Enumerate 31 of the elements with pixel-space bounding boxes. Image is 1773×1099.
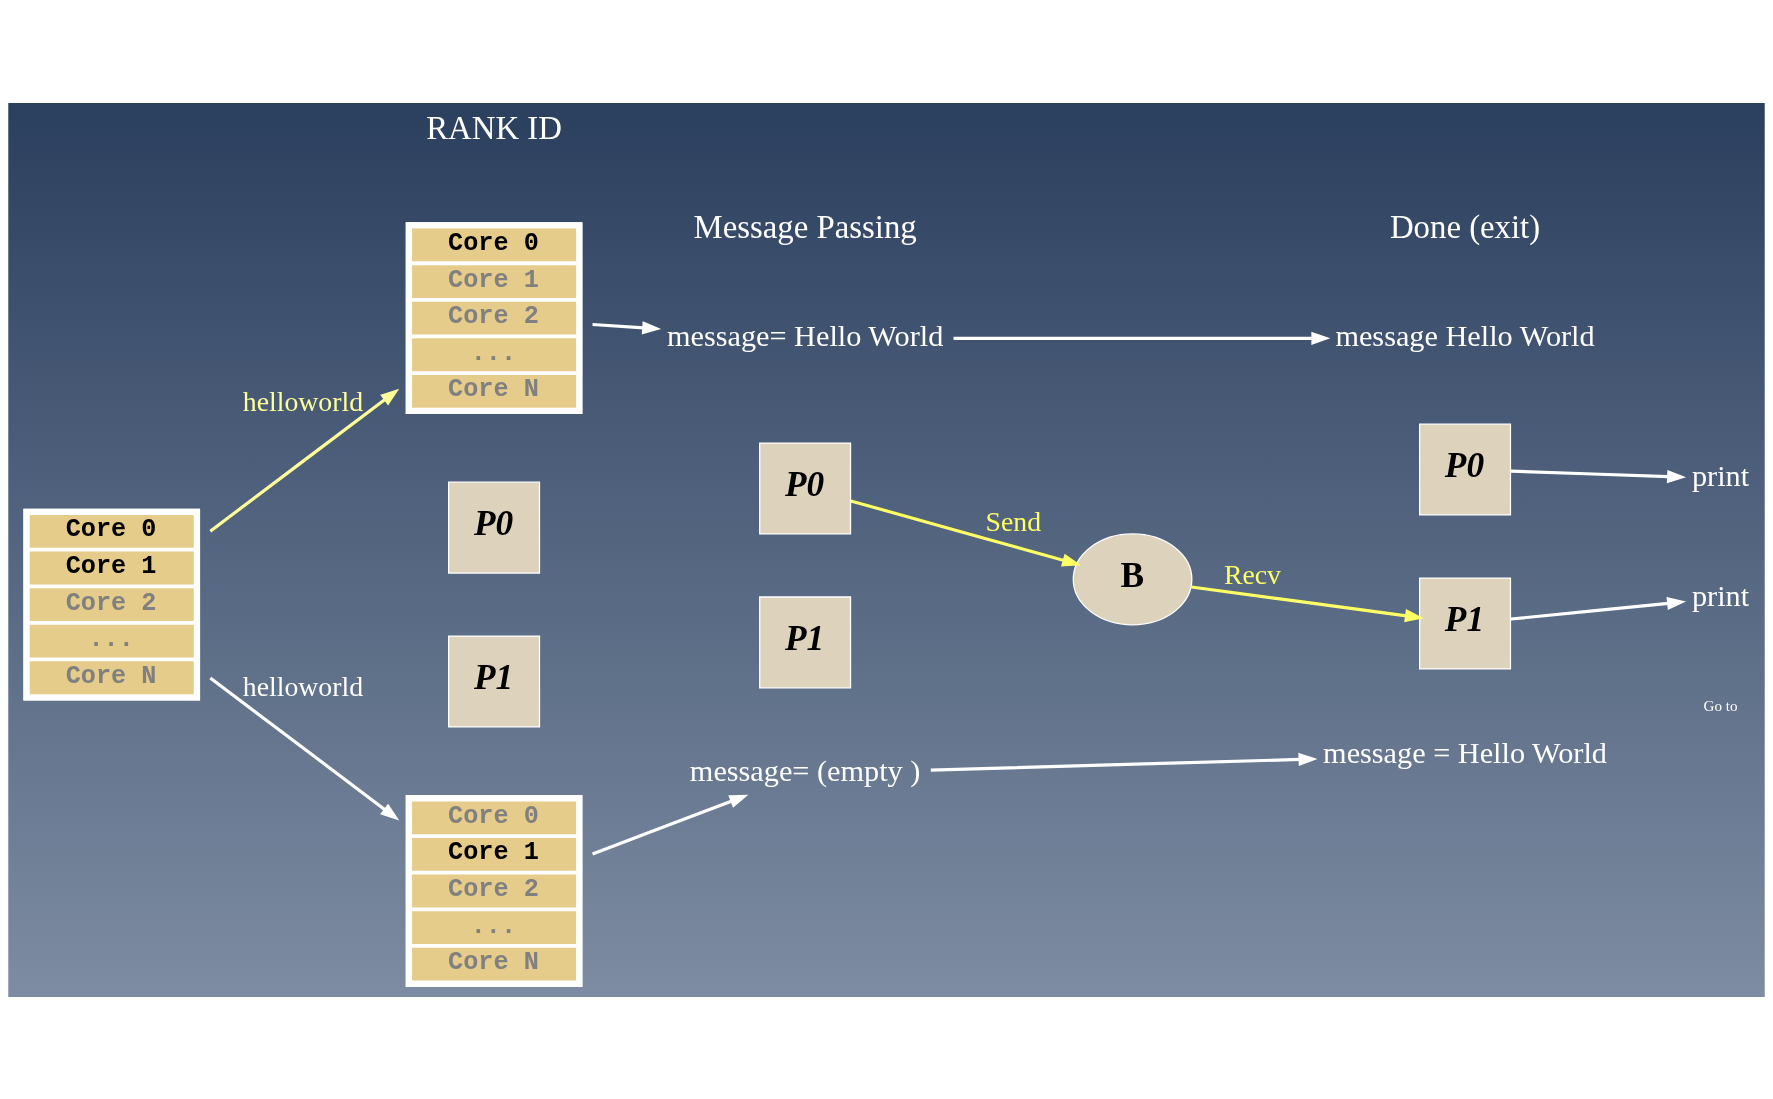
node-text: message= Hello World bbox=[666, 318, 944, 353]
node-box: P0 bbox=[1419, 423, 1512, 516]
arrow bbox=[209, 676, 400, 820]
arrow bbox=[1191, 584, 1424, 622]
edge-label: helloworld bbox=[242, 385, 364, 417]
arrow bbox=[592, 320, 662, 334]
label: Go to bbox=[1703, 697, 1738, 714]
arrow bbox=[953, 331, 1331, 345]
node-text: message= (empty ) bbox=[689, 753, 921, 788]
label: Done (exit) bbox=[1389, 208, 1541, 245]
edge-label: helloworld bbox=[242, 670, 364, 702]
edge-label: Send bbox=[985, 505, 1042, 537]
node-ellipse: B bbox=[1072, 532, 1193, 625]
arrow bbox=[1510, 596, 1687, 621]
node-box: P1 bbox=[759, 595, 852, 688]
node-text: print bbox=[1691, 458, 1750, 493]
label: RANK ID bbox=[426, 109, 562, 146]
node-text: message Hello World bbox=[1335, 318, 1595, 353]
arrow bbox=[850, 498, 1082, 567]
node-box: P1 bbox=[448, 635, 541, 728]
arrow bbox=[591, 794, 749, 855]
arrow bbox=[209, 388, 400, 532]
node-text: print bbox=[1691, 578, 1750, 613]
arrow bbox=[930, 752, 1318, 772]
node-box: P0 bbox=[759, 441, 852, 535]
node-text: message = Hello World bbox=[1323, 735, 1607, 770]
node-box: P0 bbox=[448, 481, 541, 574]
label: Message Passing bbox=[693, 208, 917, 245]
node-box: P1 bbox=[1419, 576, 1512, 670]
arrow bbox=[1510, 469, 1687, 483]
edge-label: Recv bbox=[1223, 558, 1281, 590]
